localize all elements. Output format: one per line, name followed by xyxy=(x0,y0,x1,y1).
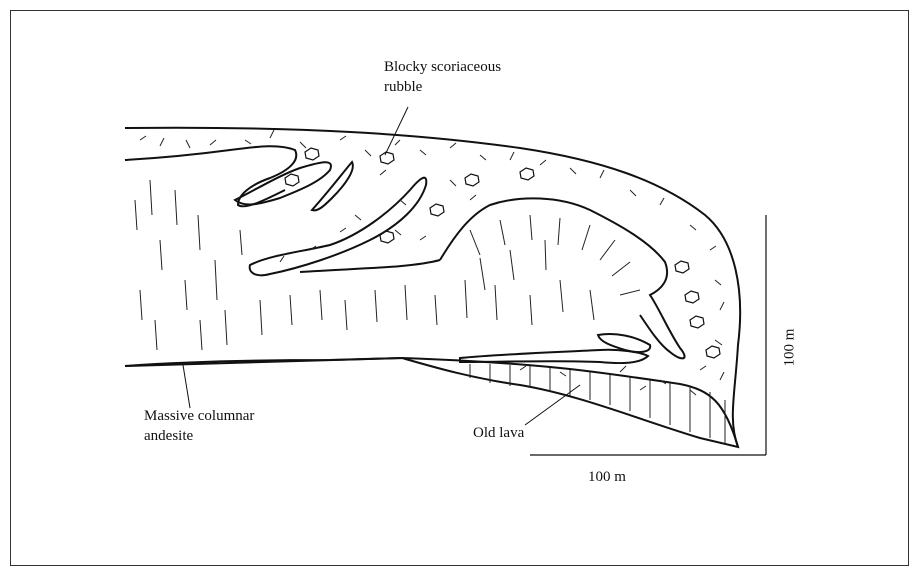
rubble-blocks xyxy=(285,148,720,358)
label-scale-vertical: 100 m xyxy=(781,323,800,373)
tongue-4 xyxy=(460,350,648,363)
core-lobe xyxy=(440,198,685,358)
core-lobe-left xyxy=(300,260,440,272)
label-massive-line2: andesite xyxy=(144,427,193,446)
label-rubble-line2: rubble xyxy=(384,78,422,97)
tongue-2 xyxy=(312,162,353,210)
label-old-lava: Old lava xyxy=(473,424,524,443)
tongue-1 xyxy=(235,162,331,204)
label-rubble-line1: Blocky scoriaceous xyxy=(384,58,501,77)
label-massive-line1: Massive columnar xyxy=(144,407,254,426)
label-scale-horizontal: 100 m xyxy=(588,468,626,487)
columnar-joints xyxy=(135,180,640,350)
flow-base xyxy=(125,358,402,366)
leader-rubble xyxy=(385,107,408,155)
leader-massive xyxy=(183,365,190,408)
flow-outline xyxy=(125,128,740,447)
